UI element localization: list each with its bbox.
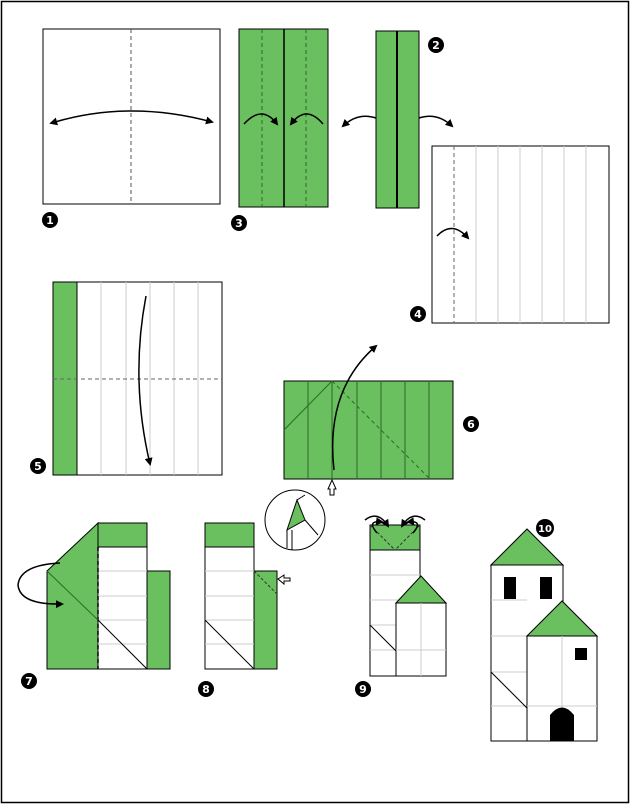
door-icon bbox=[550, 707, 574, 741]
detail-magnifier bbox=[264, 489, 326, 551]
step-number: 10 bbox=[538, 524, 552, 535]
step-badge-8: 8 bbox=[198, 681, 214, 697]
window-icon bbox=[504, 577, 516, 599]
push-arrow-icon bbox=[327, 478, 337, 496]
step-8-shape bbox=[204, 522, 291, 670]
window-icon bbox=[575, 648, 587, 660]
step-9-shape bbox=[364, 515, 448, 677]
step-4-pleated-square bbox=[431, 145, 610, 324]
step-number: 1 bbox=[46, 214, 54, 227]
step-number: 9 bbox=[359, 683, 367, 696]
fold-arrow bbox=[49, 110, 214, 126]
step-badge-3: 3 bbox=[231, 215, 247, 231]
step-number: 4 bbox=[414, 308, 422, 321]
step-number: 5 bbox=[34, 460, 42, 473]
step-badge-2: 2 bbox=[428, 37, 444, 53]
step-number: 3 bbox=[235, 217, 243, 230]
step-2-strip bbox=[341, 30, 454, 209]
window-icon bbox=[540, 577, 552, 599]
step-badge-9: 9 bbox=[355, 681, 371, 697]
step-number: 8 bbox=[202, 683, 210, 696]
step-number: 7 bbox=[25, 675, 33, 688]
step-badge-7: 7 bbox=[21, 673, 37, 689]
step-badge-4: 4 bbox=[410, 306, 426, 322]
step-badge-5: 5 bbox=[30, 458, 46, 474]
step-3-folded-strips bbox=[238, 28, 329, 208]
step-5-square-with-strip bbox=[52, 281, 223, 476]
step-6-folded-rectangle bbox=[283, 344, 454, 496]
step-badge-6: 6 bbox=[463, 416, 479, 432]
step-number: 6 bbox=[467, 418, 475, 431]
step-7-shape bbox=[17, 521, 171, 670]
step-1-square bbox=[42, 28, 221, 205]
push-arrow-icon bbox=[277, 574, 291, 586]
step-badge-1: 1 bbox=[42, 212, 58, 228]
step-number: 2 bbox=[432, 39, 440, 52]
step-badges: 1 2 3 4 5 6 7 8 bbox=[21, 37, 554, 697]
step-10-finished-castle bbox=[489, 528, 599, 742]
step-badge-10: 10 bbox=[536, 519, 554, 537]
